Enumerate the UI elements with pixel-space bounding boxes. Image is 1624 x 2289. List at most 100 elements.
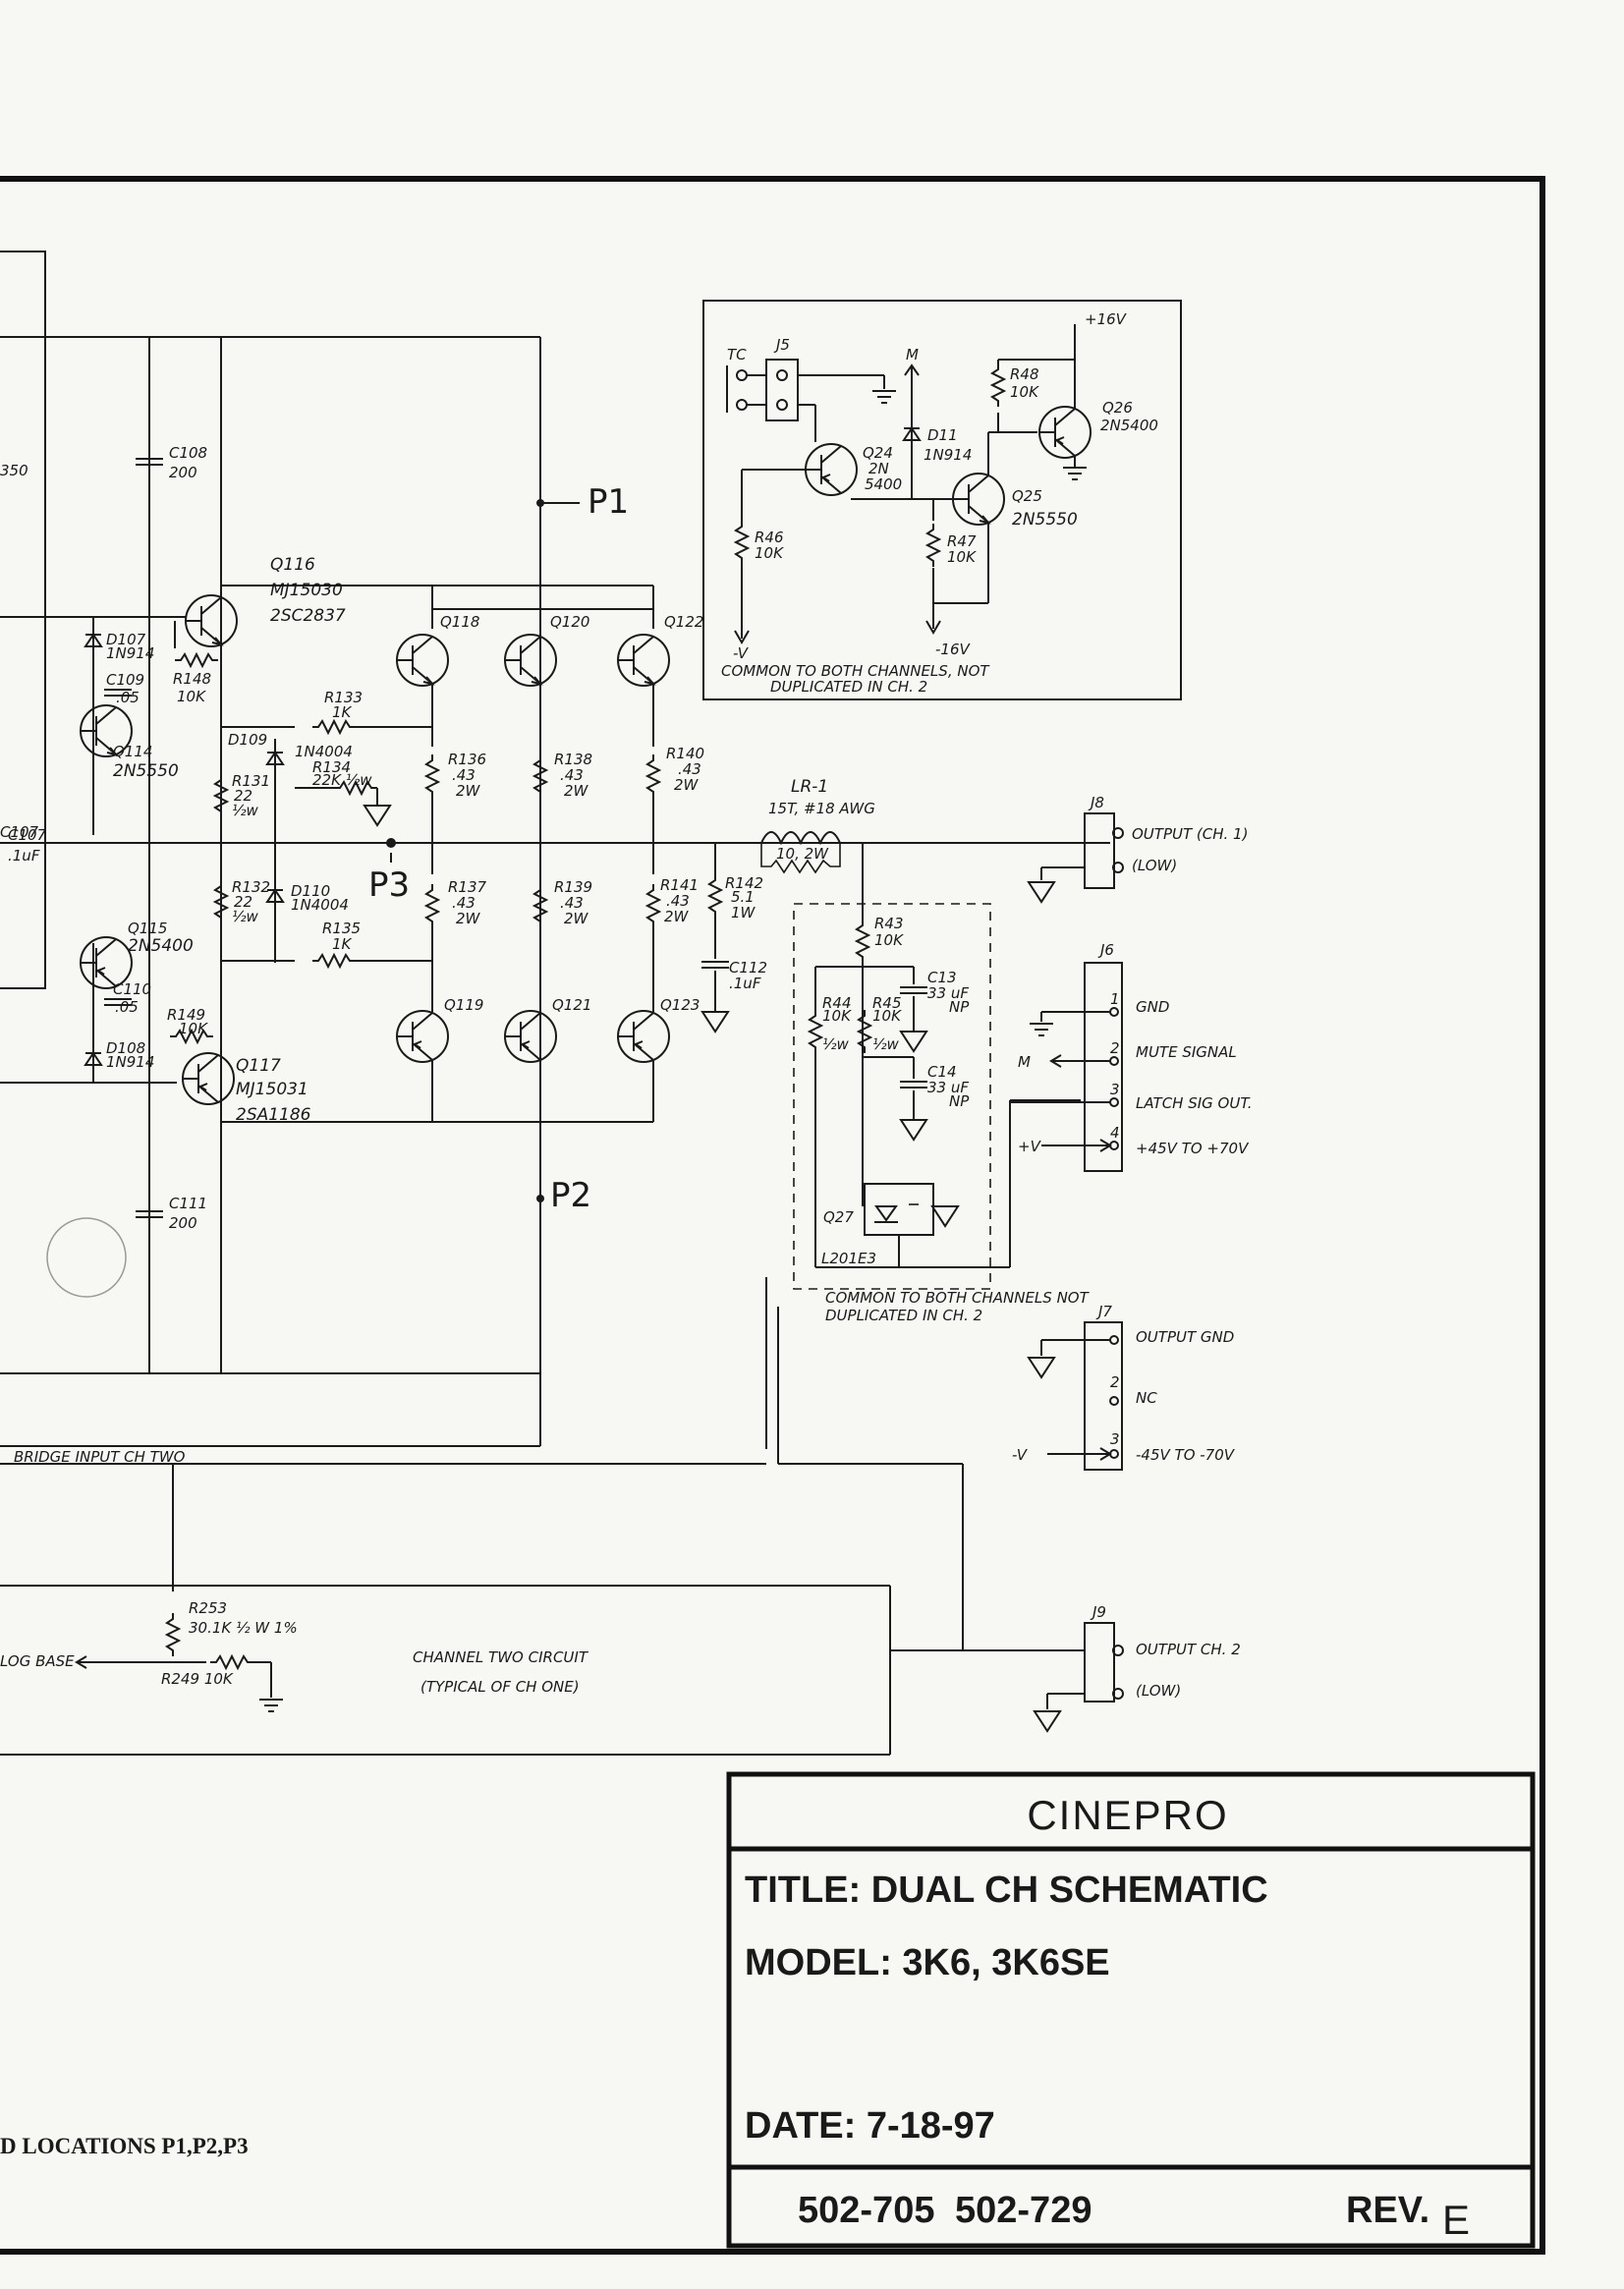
q117-label: Q117 <box>236 1056 281 1076</box>
j8-label: J8 <box>1088 794 1104 811</box>
j6-pin3-num: 3 <box>1110 1081 1120 1098</box>
r142-watt: 1W <box>731 904 756 921</box>
j6-mute-label: MUTE SIGNAL <box>1136 1043 1237 1061</box>
r137-label: R137 <box>448 878 487 896</box>
connector-j6: J6 1 2 3 4 M +V GND MUTE SIGNAL LATCH SI… <box>1010 941 1252 1172</box>
q27-optocoupler <box>864 1183 934 1236</box>
r141-resistor <box>646 883 660 928</box>
r140-watt: 2W <box>674 776 700 794</box>
c107-partial-label: C107 <box>0 823 39 841</box>
common-note-2: DUPLICATED IN CH. 2 <box>825 1307 982 1324</box>
j6-pin2-num: 2 <box>1110 1039 1120 1057</box>
r137-resistor <box>425 883 439 928</box>
inset-r47-value: 10K <box>947 548 977 566</box>
r133-label: R133 <box>324 689 363 706</box>
inset-q25-label: Q25 <box>1012 487 1042 505</box>
r140-value: .43 <box>678 760 701 778</box>
r134-value: 22K ½w <box>312 771 372 789</box>
inset-plus16: +16V <box>1085 310 1128 328</box>
r148-label: R148 <box>173 670 211 688</box>
protection-box <box>793 903 991 1290</box>
d107-value: 1N914 <box>106 644 154 662</box>
r135-resistor <box>311 954 357 968</box>
lr1-label: LR-1 <box>791 777 828 797</box>
inset-r46-label: R46 <box>755 529 784 546</box>
c112-value: .1uF <box>729 975 761 992</box>
q114-label: Q114 <box>113 743 152 760</box>
r43-label: R43 <box>874 915 904 932</box>
mute-circuit-inset <box>702 300 1182 700</box>
drawing-title: TITLE: DUAL CH SCHEMATIC <box>745 1870 1268 1911</box>
c109-label: C109 <box>106 671 144 689</box>
r141-watt: 2W <box>664 908 690 925</box>
r131-watt: ½w <box>232 802 259 819</box>
c13-np: NP <box>949 998 970 1016</box>
inset-d11-label: D11 <box>927 426 958 444</box>
r137-watt: 2W <box>456 910 481 927</box>
d108-label: D108 <box>106 1039 145 1057</box>
r137-value: .43 <box>452 894 476 912</box>
title-block: CINEPRO TITLE: DUAL CH SCHEMATIC MODEL: … <box>726 1771 1536 2249</box>
lr1-inductor <box>760 831 841 846</box>
j6-m-label: M <box>1018 1053 1031 1071</box>
drawing-model: MODEL: 3K6, 3K6SE <box>745 1942 1110 1983</box>
q114-value: 2N5550 <box>113 761 179 781</box>
r131-label: R131 <box>232 772 270 790</box>
r45-label: R45 <box>872 994 902 1012</box>
j8-low-label: (LOW) <box>1132 857 1177 874</box>
partial-circuit-box <box>0 251 46 989</box>
r44-value: 10K <box>822 1007 852 1025</box>
q121-label: Q121 <box>552 996 591 1014</box>
drawing-date: DATE: 7-18-97 <box>745 2105 995 2147</box>
p3-node <box>386 838 396 848</box>
j6-latch-label: LATCH SIG OUT. <box>1136 1094 1252 1112</box>
c14-np: NP <box>949 1092 970 1110</box>
r142-resistor <box>708 873 722 919</box>
test-point-note: D LOCATIONS P1,P2,P3 <box>0 2134 249 2158</box>
output-stage: C108 200 C111 200 Q116 MJ15030 2SC2837 R… <box>0 336 1110 1447</box>
d107-label: D107 <box>106 631 146 648</box>
inset-q24-value2: 5400 <box>865 475 902 493</box>
r136-watt: 2W <box>456 782 481 800</box>
r140-resistor <box>646 754 660 799</box>
inset-r48-label: R48 <box>1010 365 1039 383</box>
r132-value: 22 <box>234 893 252 911</box>
r139-label: R139 <box>554 878 592 896</box>
r131-value: 22 <box>234 787 252 805</box>
r133-value: 1K <box>332 703 353 721</box>
r253-value: 30.1K ½ W 1% <box>189 1619 298 1637</box>
r133-resistor <box>311 720 357 734</box>
d109-label: D109 <box>228 731 267 749</box>
inset-q24-value: 2N <box>868 460 889 477</box>
part-number-1: 502-705 <box>798 2190 934 2231</box>
r135-label: R135 <box>322 920 361 937</box>
q116-label: Q116 <box>270 555 315 575</box>
inset-q26-value: 2N5400 <box>1100 417 1158 434</box>
q122-transistor <box>617 634 670 687</box>
inset-r46-value: 10K <box>755 544 784 562</box>
inset-minus-v: -V <box>733 644 750 662</box>
j9-output-label: OUTPUT CH. 2 <box>1136 1641 1241 1658</box>
channel-two-label: CHANNEL TWO CIRCUIT <box>413 1648 589 1666</box>
r149-label: R149 <box>167 1006 205 1024</box>
r45-watt: ½w <box>872 1035 900 1053</box>
j7-v-label: -V <box>1012 1446 1029 1464</box>
c107-value: .1uF <box>8 847 40 865</box>
inset-r48-value: 10K <box>1010 383 1039 401</box>
j6-v-label: +V <box>1018 1138 1042 1155</box>
inset-note-2: DUPLICATED IN CH. 2 <box>770 678 927 696</box>
r140-label: R140 <box>666 745 704 762</box>
j7-gnd-label: OUTPUT GND <box>1136 1328 1234 1346</box>
r142-value: 5.1 <box>731 888 755 906</box>
q117-part: MJ15031 <box>236 1080 308 1099</box>
j6-voltage-label: +45V TO +70V <box>1136 1140 1250 1157</box>
j7-voltage-label: -45V TO -70V <box>1136 1446 1236 1464</box>
q27-label: Q27 <box>823 1208 854 1226</box>
r138-label: R138 <box>554 751 592 768</box>
q116-alt: 2SC2837 <box>270 606 346 626</box>
d108-value: 1N914 <box>106 1053 154 1071</box>
r253-resistor <box>166 1612 180 1657</box>
c111-label: C111 <box>169 1195 207 1212</box>
mute-circuit: TC J5 Q24 2N 5400 R46 10K -V M D11 1N914 <box>721 310 1158 696</box>
